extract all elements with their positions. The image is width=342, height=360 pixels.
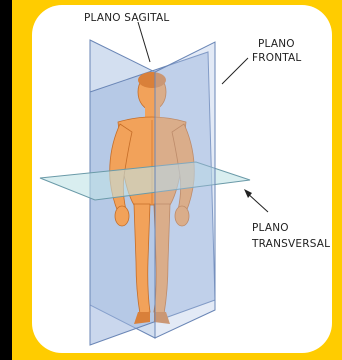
sagittal-plane-label: PLANO SAGITAL	[84, 12, 169, 24]
frontal-leader-line	[222, 58, 248, 84]
sagittal-leader-line	[138, 22, 150, 62]
transverse-plane-label-line1: PLANO	[252, 222, 289, 234]
sagittal-plane-front	[155, 42, 215, 338]
frontal-plane-label-line1: PLANO	[258, 38, 295, 50]
frontal-plane-label-line2: FRONTAL	[252, 52, 302, 64]
transverse-plane-label-line2: TRANSVERSAL	[252, 238, 330, 250]
